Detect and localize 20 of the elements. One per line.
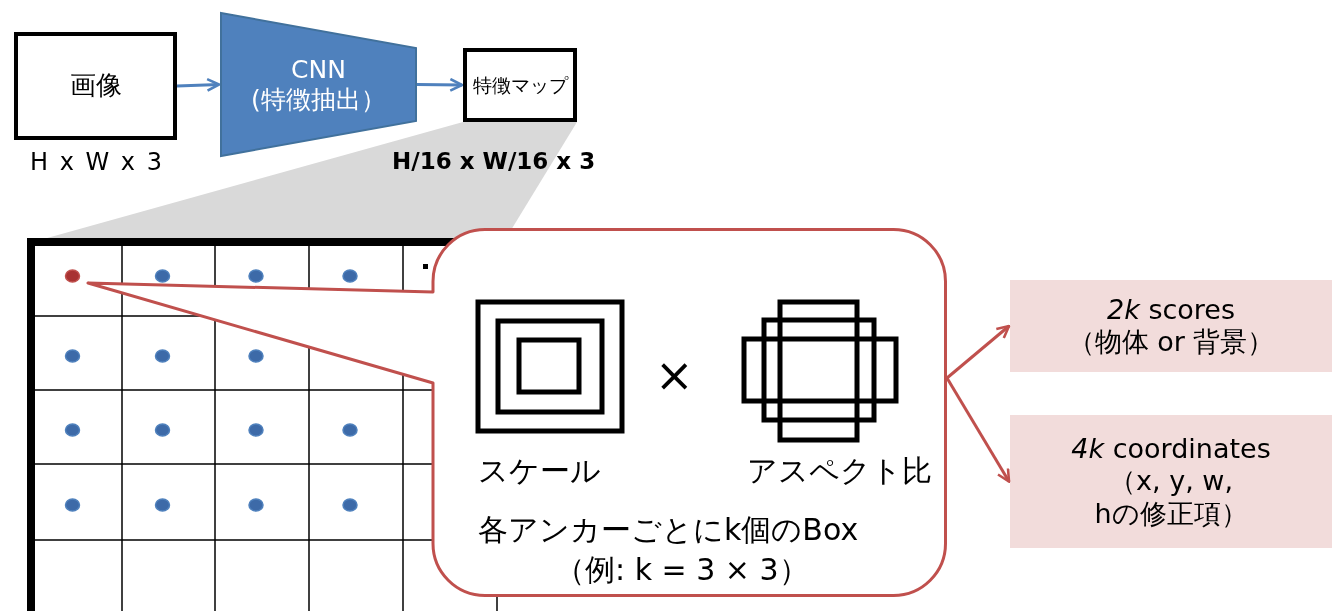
node-label: 特徴マップ xyxy=(472,73,568,97)
node-label: CNN (特徴抽出） xyxy=(250,54,387,115)
process-box xyxy=(14,32,177,140)
callout-text: （例: k = 3 × 3） xyxy=(555,552,809,588)
multiplication-sign: × xyxy=(655,348,694,404)
process-box xyxy=(463,48,577,122)
node-label: 2k scores （物体 or 背景） xyxy=(1066,293,1276,359)
callout-text: スケール xyxy=(478,453,601,489)
dimension-label: H x W x 3 xyxy=(30,148,164,177)
arrow xyxy=(945,377,1011,483)
callout-text: アスペクト比 xyxy=(747,453,932,489)
arrow xyxy=(417,77,464,92)
arrow xyxy=(176,77,221,93)
dimension-label: H/16 x W/16 x 3 xyxy=(392,148,596,176)
callout-text: 各アンカーごとにk個のBox xyxy=(478,512,859,548)
output-box xyxy=(1010,415,1332,548)
node-label: 画像 xyxy=(69,70,122,102)
output-box xyxy=(1010,280,1332,372)
node-label: 4k coordinates （x, y, w, hの修正項） xyxy=(1070,432,1272,531)
arrow xyxy=(946,324,1011,380)
